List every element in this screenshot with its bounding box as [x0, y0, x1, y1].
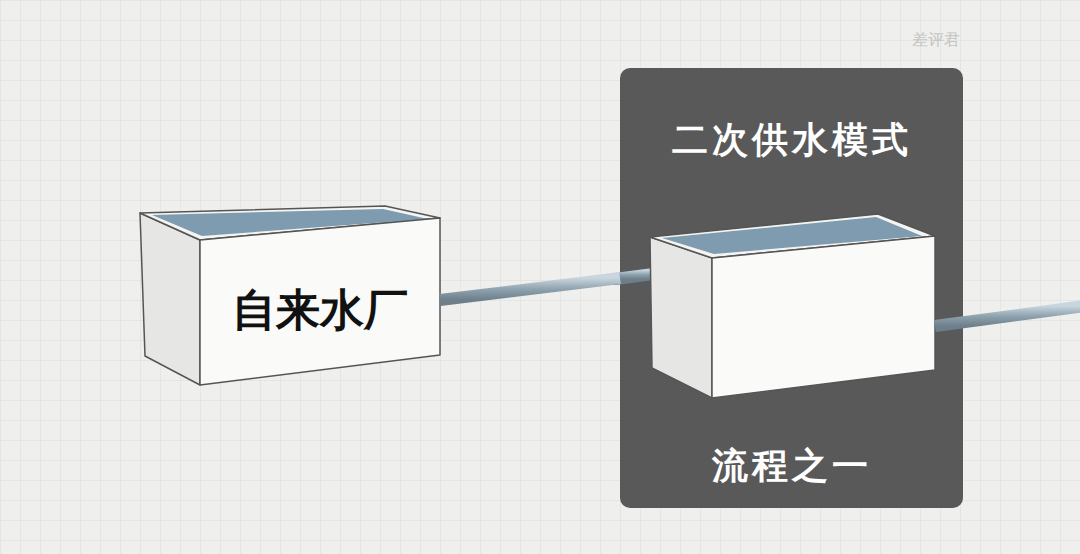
secondary-tank — [650, 214, 935, 398]
plant-name: 自来水厂 — [232, 281, 408, 340]
water-pipe — [440, 278, 620, 300]
plant-box: 自来水厂 — [200, 240, 440, 385]
pipe-line — [440, 278, 620, 300]
watermark: 差评君 — [912, 30, 960, 51]
panel-ground — [620, 68, 963, 508]
factory-tank — [140, 206, 440, 385]
panel-title: 二次供水模式 — [672, 116, 912, 165]
panel-caption: 流程之一 — [712, 442, 872, 491]
mode-panel: 二次供水模式流程之一 — [620, 68, 963, 508]
outlet-pipe — [935, 306, 1080, 326]
